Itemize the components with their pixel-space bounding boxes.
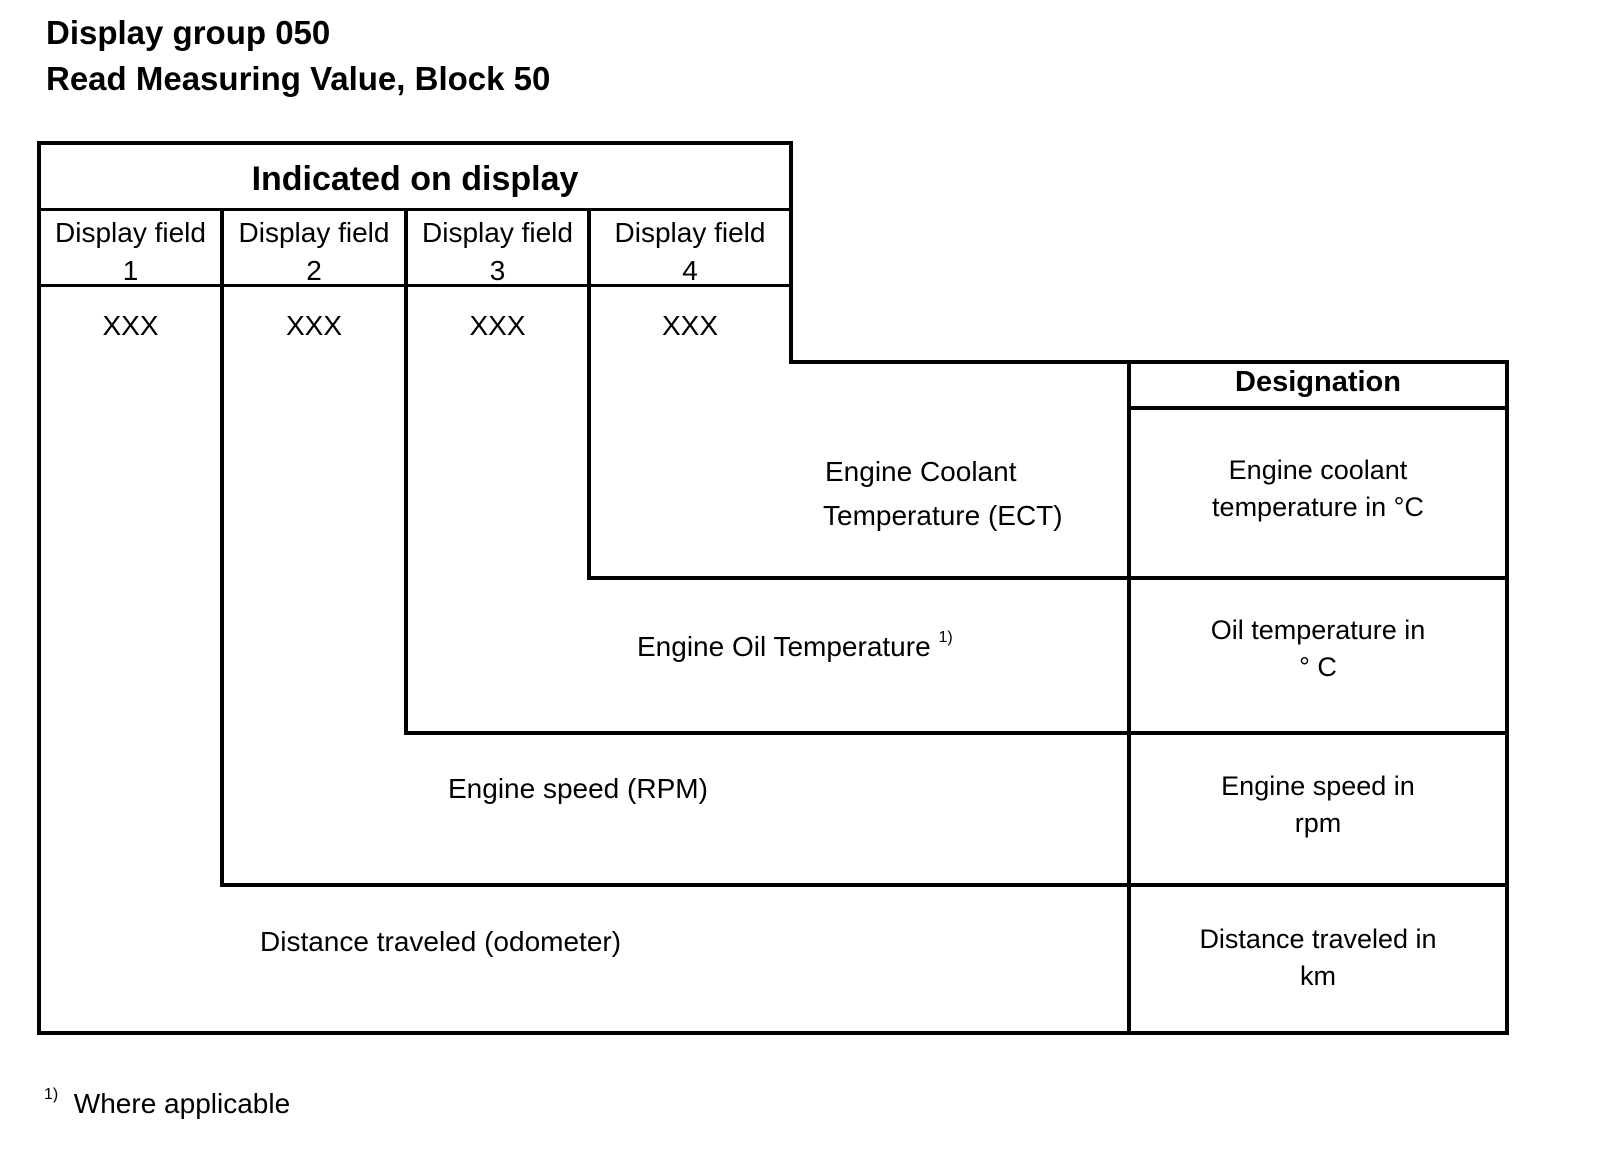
ect-name-line-2: Temperature (ECT)	[823, 500, 1063, 531]
ect-name-line-1: Engine Coolant	[825, 456, 1017, 487]
display-field-4-value: XXX	[661, 310, 719, 341]
title-line-2: Read Measuring Value, Block 50	[46, 60, 551, 97]
footnote-text: Where applicable	[73, 1088, 291, 1119]
engine-speed-name: Engine speed (RPM)	[448, 773, 708, 804]
display-field-1-value: XXX	[102, 310, 159, 341]
oil-temp-footnote-marker: 1)	[938, 629, 953, 646]
oil-temp-name: Engine Oil Temperature 1)	[637, 629, 953, 662]
display-field-3-value: XXX	[469, 310, 526, 341]
oil-temp-designation: Oil temperature in° C	[1210, 615, 1426, 683]
indicated-on-display-header: Indicated on display	[251, 160, 579, 198]
designation-header: Designation	[1235, 366, 1401, 398]
footnote-marker: 1)	[44, 1086, 59, 1103]
distance-name: Distance traveled (odometer)	[260, 926, 622, 957]
footnote: 1) Where applicable	[44, 1086, 290, 1120]
display-field-2-value: XXX	[285, 310, 343, 341]
title-line-1: Display group 050	[46, 14, 331, 51]
